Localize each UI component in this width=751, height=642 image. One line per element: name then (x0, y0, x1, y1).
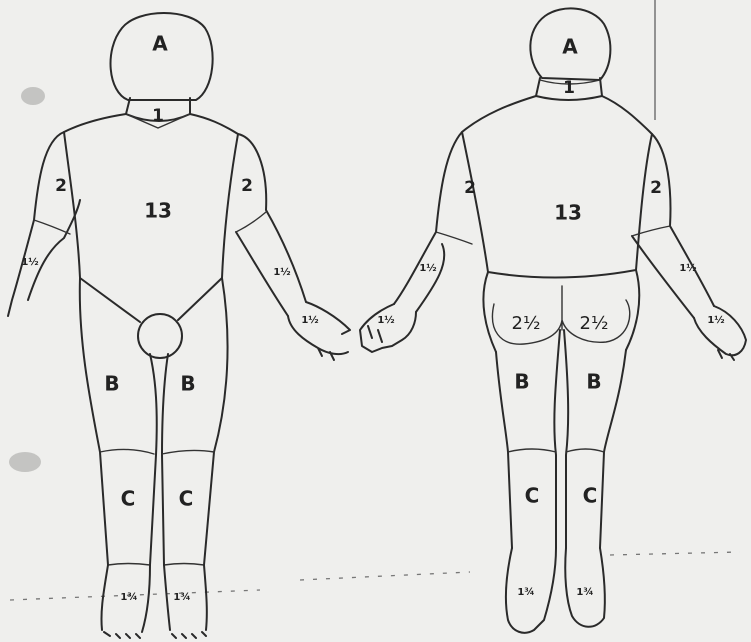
posterior-left-hand (360, 304, 416, 352)
anterior-right-forearm-label: 1½ (273, 267, 290, 278)
posterior-left-foot-label: 1¾ (517, 587, 534, 598)
posterior-right-arm (632, 134, 714, 318)
anterior-left-elbow-line (34, 220, 70, 234)
anterior-figure: A 1 13 2 2 1½ 1½ 1½ B B C C 1¾ 1¾ (8, 13, 350, 638)
posterior-figure: A 1 13 2 2 1½ 1½ 1½ 1½ 2½ 2½ B B C C 1¾ … (360, 8, 746, 632)
anterior-right-elbow-line (236, 212, 266, 232)
posterior-right-hand-label: 1½ (707, 315, 724, 326)
anterior-right-upper-arm-label: 2 (241, 176, 253, 196)
anterior-right-hand-label: 1½ (301, 315, 318, 326)
posterior-right-elbow-line (632, 226, 670, 236)
anterior-right-leg-label: C (179, 487, 194, 511)
posterior-neck-label: 1 (563, 78, 575, 98)
posterior-trunk-label: 13 (554, 201, 582, 225)
posterior-left-buttock-label: 2½ (512, 313, 541, 334)
posterior-right-buttock-label: 2½ (580, 313, 609, 334)
anterior-left-leg-label: C (121, 487, 136, 511)
anterior-right-thigh-label: B (180, 372, 195, 396)
posterior-left-forearm-label: 1½ (419, 263, 436, 274)
posterior-right-thigh-label: B (586, 370, 601, 394)
anterior-head-label: A (152, 32, 168, 56)
anterior-left-forearm-label: 1½ (21, 257, 38, 268)
posterior-left-upper-arm-label: 2 (464, 178, 476, 198)
posterior-right-upper-arm-label: 2 (650, 178, 662, 198)
anterior-legs (80, 278, 228, 565)
anterior-trunk-label: 13 (144, 199, 172, 223)
anterior-ankle-lines (108, 564, 204, 566)
posterior-right-forearm-label: 1½ (679, 263, 696, 274)
scan-smudge (21, 87, 45, 105)
posterior-trunk (462, 96, 652, 278)
posterior-left-arm (394, 132, 462, 312)
anterior-genital-area (138, 314, 182, 358)
posterior-legs (496, 330, 626, 548)
anterior-right-arm (236, 134, 306, 316)
posterior-left-elbow-line (436, 232, 472, 244)
anterior-neck-label: 1 (152, 106, 164, 126)
posterior-left-thigh-label: B (514, 370, 529, 394)
anterior-left-foot-label: 1¾ (120, 592, 137, 603)
scan-smudge (9, 452, 41, 472)
anterior-head (111, 13, 213, 100)
posterior-head-label: A (562, 35, 578, 59)
posterior-right-foot-label: 1¾ (576, 587, 593, 598)
anterior-left-thigh-label: B (104, 372, 119, 396)
anterior-right-foot-label: 1¾ (173, 592, 190, 603)
anterior-left-upper-arm-label: 2 (55, 176, 67, 196)
posterior-right-leg-label: C (583, 484, 598, 508)
posterior-left-leg-label: C (525, 484, 540, 508)
anterior-right-hand (288, 302, 350, 360)
posterior-left-hand-label: 1½ (377, 315, 394, 326)
